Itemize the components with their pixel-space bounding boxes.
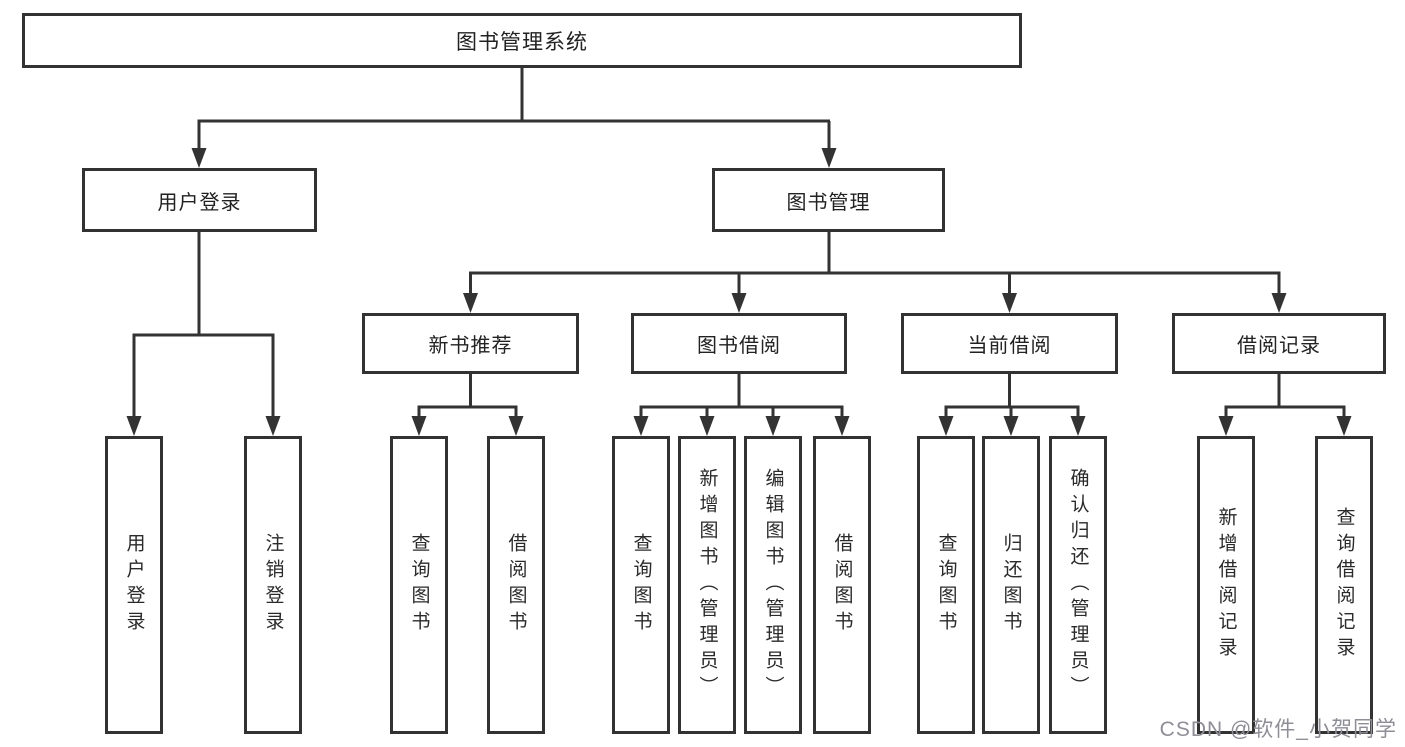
leaf-add-books-admin: 新增图书（管理员）: [678, 436, 736, 734]
node-label: 用户登录: [157, 191, 242, 214]
leaf-label: 归还图书: [1000, 533, 1022, 637]
leaf-label: 查询借阅记录: [1333, 507, 1355, 663]
leaf-label: 编辑图书（管理员）: [762, 468, 784, 702]
leaf-query-borrow-record: 查询借阅记录: [1315, 436, 1373, 734]
node-label: 图书管理系统: [456, 30, 588, 54]
leaf-label: 查询图书: [935, 533, 957, 637]
leaf-label: 借阅图书: [831, 533, 853, 637]
leaf-confirm-return-admin: 确认归还（管理员）: [1049, 436, 1107, 734]
leaf-edit-books-admin: 编辑图书（管理员）: [744, 436, 802, 734]
leaf-label: 用户登录: [123, 533, 145, 637]
node-library-management-system: 图书管理系统: [22, 13, 1022, 68]
leaf-label: 新增借阅记录: [1215, 507, 1237, 663]
node-label: 图书管理: [786, 191, 871, 214]
leaf-return-books: 归还图书: [982, 436, 1040, 734]
node-book-borrow: 图书借阅: [631, 313, 847, 374]
node-book-management: 图书管理: [712, 168, 945, 232]
leaf-label: 新增图书（管理员）: [696, 468, 718, 702]
node-current-borrow: 当前借阅: [901, 313, 1118, 374]
leaf-logout: 注销登录: [244, 436, 302, 734]
node-label: 新书推荐: [428, 335, 513, 357]
leaf-query-books-current: 查询图书: [917, 436, 975, 734]
leaf-query-books-borrow: 查询图书: [612, 436, 670, 734]
node-new-book-recommend: 新书推荐: [362, 313, 579, 374]
leaf-borrow-books: 借阅图书: [813, 436, 871, 734]
node-label: 图书借阅: [697, 335, 781, 357]
node-label: 当前借阅: [967, 335, 1052, 357]
leaf-label: 查询图书: [630, 533, 652, 637]
leaf-label: 查询图书: [408, 533, 430, 637]
node-user-login: 用户登录: [82, 168, 317, 232]
leaf-label: 借阅图书: [505, 533, 527, 637]
leaf-add-borrow-record: 新增借阅记录: [1197, 436, 1255, 734]
leaf-label: 确认归还（管理员）: [1067, 468, 1089, 702]
leaf-query-books-recommend: 查询图书: [390, 436, 448, 734]
node-borrow-records: 借阅记录: [1172, 313, 1386, 374]
leaf-label: 注销登录: [262, 533, 284, 637]
leaf-borrow-books-recommend: 借阅图书: [487, 436, 545, 734]
leaf-user-login: 用户登录: [105, 436, 163, 734]
csdn-watermark: CSDN @软件_小贺同学: [1159, 718, 1397, 741]
node-label: 借阅记录: [1237, 335, 1321, 357]
